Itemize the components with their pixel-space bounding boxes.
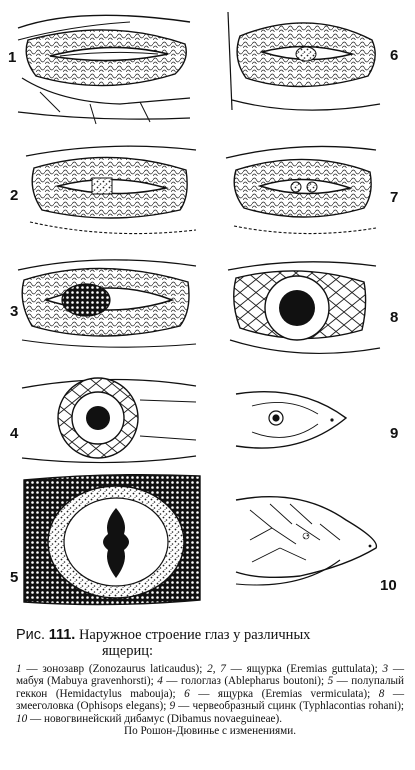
caption-title-line-1: Наружное строение глаз у различных (78, 627, 311, 643)
caption-entry-8: 9 — червеобразный сцинк (Typhlacontias r… (169, 700, 404, 712)
entry-number: 3 (382, 663, 389, 675)
figure-caption: Рис. 111. Наружное строение глаз у разли… (16, 627, 404, 737)
caption-entry-1: 1 — зонозавр (Zonozaurus laticaudus); (16, 663, 202, 675)
entry-number: 9 (169, 700, 176, 713)
panel-3-drawing (17, 259, 197, 348)
caption-entry-4: 4 — гологлаз (Ablepharus boutoni); (157, 675, 324, 687)
caption-title: Рис. 111. Наружное строение глаз у разли… (16, 627, 404, 659)
panel-7-drawing (225, 145, 377, 235)
panel-6-drawing (227, 11, 381, 111)
caption-entry-2: 2, 7 — ящурка (Eremias guttulata); (207, 663, 378, 675)
caption-entry-5: 5 — полупалый геккон (Hemidactylus mabou… (16, 675, 404, 699)
entry-text: — червеобразный сцинк (Typhlacontias roh… (178, 700, 405, 713)
caption-entry-3: 3 — мабуя (Mabuya gravenhorsti); (16, 663, 404, 687)
caption-body: 1 — зонозавр (Zonozaurus laticaudus); 2,… (16, 663, 404, 737)
entry-number: 2, 7 (207, 663, 226, 675)
panel-4-drawing (21, 377, 197, 464)
panel-2-drawing (25, 145, 197, 235)
entry-number: 8 (378, 687, 385, 700)
entry-text: — ящурка (Eremias guttulata); (230, 663, 378, 675)
panel-label-8: 8 (390, 309, 399, 326)
panel-label-2: 2 (10, 187, 19, 204)
entry-number: 1 (16, 663, 22, 675)
caption-entry-9: 10 — новогвинейский дибамус (Dibamus nov… (16, 713, 282, 725)
caption-figure-number: 111. (48, 627, 76, 643)
entry-number: 5 (327, 675, 334, 688)
panel-10-drawing (235, 496, 378, 586)
caption-prefix: Рис. (16, 627, 46, 643)
panel-label-7: 7 (390, 189, 399, 206)
panel-1-drawing (17, 14, 191, 125)
entry-text: — гологлаз (Ablepharus boutoni); (166, 675, 325, 688)
eye-illustration-plate (17, 11, 381, 606)
caption-title-line-2: ящериц: (102, 643, 154, 659)
entry-number: 4 (157, 675, 163, 688)
panel-label-1: 1 (8, 49, 17, 66)
entry-text: — новогвинейский дибамус (Dibamus novaeg… (29, 712, 283, 725)
panel-label-10: 10 (380, 577, 397, 594)
entry-text: — мабуя (Mabuya gravenhorsti); (16, 663, 404, 688)
entry-number: 10 (16, 712, 28, 725)
panel-label-9: 9 (390, 425, 399, 442)
caption-entry-7: 8 — змееголовка (Ophisops elegans); (16, 688, 404, 712)
panel-8-drawing (227, 261, 381, 355)
entry-text: — зонозавр (Zonozaurus laticaudus); (26, 663, 203, 675)
caption-source: По Рошон-Дювинье с изменениями. (123, 725, 297, 738)
panel-label-5: 5 (10, 569, 19, 586)
entry-text: — змееголовка (Ophisops elegans); (16, 687, 405, 713)
caption-entry-6: 6 — ящурка (Eremias vermiculata); (184, 688, 370, 700)
panel-label-4: 4 (10, 425, 19, 442)
panel-5-drawing (23, 473, 201, 606)
entry-text: — ящурка (Eremias vermiculata); (198, 687, 371, 700)
entry-text: — полупалый геккон (Hemidactylus mabouja… (16, 675, 405, 700)
panel-label-6: 6 (390, 47, 399, 64)
entry-number: 6 (184, 687, 190, 700)
panel-9-drawing (235, 391, 348, 449)
panel-label-3: 3 (10, 303, 19, 320)
